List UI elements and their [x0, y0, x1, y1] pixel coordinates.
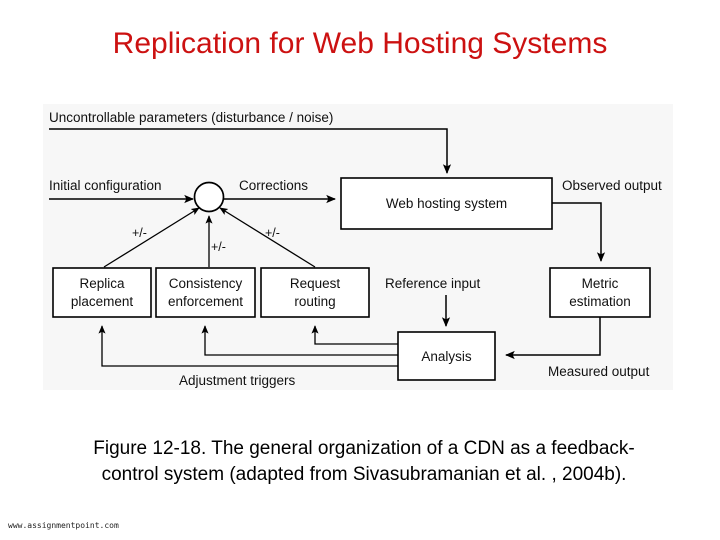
page-title: Replication for Web Hosting Systems — [112, 27, 608, 60]
box-replica-placement-label-line1: Replica — [79, 276, 125, 291]
arrow-trigger-to-consistency — [201, 325, 398, 356]
box-request-routing-label-line2: routing — [294, 294, 335, 309]
arrow-trigger-to-request-routing — [311, 325, 398, 345]
box-consistency-enforcement-label-line2: enforcement — [168, 294, 243, 309]
arrow-trigger-to-replica-placement — [98, 325, 398, 367]
arrow-measured-output-to-analysis — [505, 317, 601, 360]
figure-caption: Figure 12-18. The general organization o… — [14, 436, 714, 488]
figure-caption-line2: control system (adapted from Sivasubrama… — [101, 464, 627, 485]
footer-watermark: www.assignmentpoint.com — [8, 521, 119, 530]
label-adjustment-triggers: Adjustment triggers — [179, 373, 296, 388]
figure-caption-line1: Figure 12-18. The general organization o… — [93, 438, 635, 459]
box-metric-estimation — [549, 267, 651, 318]
arrow-routing-to-sum — [219, 207, 316, 268]
label-reference-input: Reference input — [385, 276, 481, 291]
label-corrections: Corrections — [239, 178, 308, 193]
label-measured-output: Measured output — [548, 364, 650, 379]
box-metric-estimation-label-line1: Metric — [582, 276, 619, 291]
label-disturbance: Uncontrollable parameters (disturbance /… — [49, 110, 333, 125]
label-observed-output: Observed output — [562, 178, 662, 193]
label-plusminus-left: +/- — [132, 226, 147, 240]
box-web-hosting-system-label: Web hosting system — [386, 196, 507, 211]
box-metric-estimation-label-line2: estimation — [569, 294, 631, 309]
box-request-routing-label-line1: Request — [290, 276, 341, 291]
box-replica-placement-label-line2: placement — [71, 294, 134, 309]
figure-image: Uncontrollable parameters (disturbance /… — [43, 104, 673, 390]
box-analysis-label: Analysis — [421, 349, 472, 364]
arrow-replica-to-sum — [103, 207, 200, 268]
box-consistency-enforcement — [155, 267, 256, 318]
label-plusminus-right: +/- — [265, 226, 280, 240]
label-initial-configuration: Initial configuration — [49, 178, 162, 193]
box-request-routing — [260, 267, 370, 318]
arrow-observed-output-to-metric — [552, 202, 606, 262]
box-replica-placement — [52, 267, 152, 318]
box-web-hosting-system — [340, 177, 553, 230]
box-consistency-enforcement-label-line1: Consistency — [169, 276, 243, 291]
feedback-control-diagram: Uncontrollable parameters (disturbance /… — [49, 110, 662, 388]
summing-junction — [193, 181, 225, 213]
box-analysis — [397, 331, 496, 381]
arrow-disturbance-to-system — [49, 128, 452, 174]
label-plusminus-center: +/- — [211, 240, 226, 254]
